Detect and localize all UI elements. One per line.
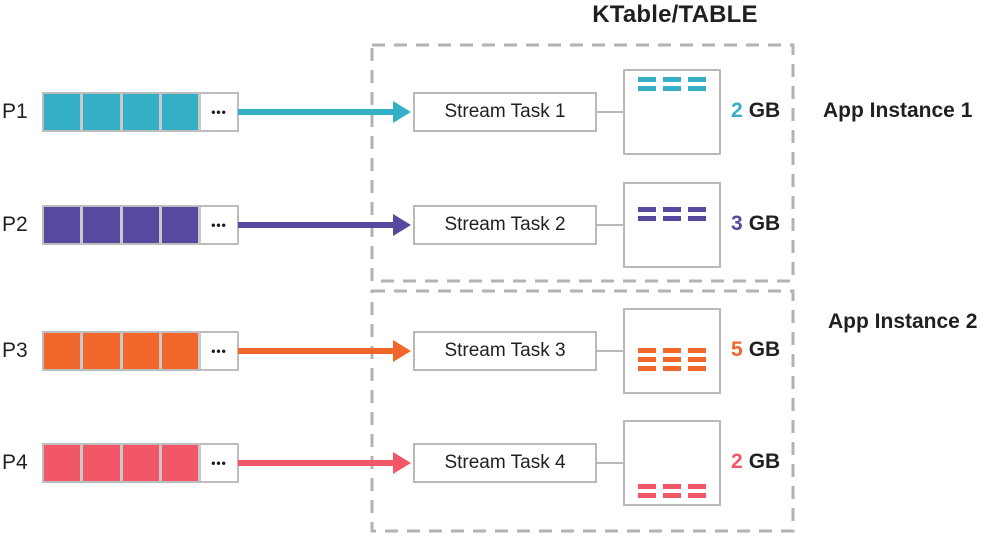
stream-task-box: Stream Task 3 — [413, 331, 597, 371]
app-instance-1-boundary — [370, 43, 795, 283]
task-store-connector — [597, 111, 623, 113]
partition-label: P1 — [2, 100, 28, 123]
partition-more-cell: ••• — [201, 94, 237, 130]
size-unit: GB — [748, 338, 781, 361]
size-unit: GB — [748, 212, 781, 235]
partition-label: P3 — [2, 339, 28, 362]
partition-queue: ••• — [42, 331, 239, 371]
state-store-records — [638, 484, 706, 502]
record-stripe-row — [638, 216, 706, 221]
stream-task-box: Stream Task 1 — [413, 92, 597, 132]
record-stripe-row — [638, 357, 706, 362]
state-store-box — [623, 69, 721, 155]
stream-task-box: Stream Task 4 — [413, 443, 597, 483]
arrow-line — [238, 109, 395, 115]
arrow-head-icon — [393, 340, 411, 362]
record-stripe-row — [638, 493, 706, 498]
stream-task-label: Stream Task 1 — [444, 101, 566, 122]
partition-segment — [122, 207, 159, 243]
size-value: 2 — [731, 450, 743, 473]
ellipsis-dots: ••• — [211, 456, 227, 470]
app-instance-1-label: App Instance 1 — [823, 99, 973, 122]
record-stripe-row — [638, 77, 706, 82]
ktable-table-title: KTable/TABLE — [592, 1, 758, 28]
partition-segment — [83, 207, 120, 243]
partition-segment — [122, 445, 159, 481]
partition-label: P2 — [2, 213, 28, 236]
partition-segment — [161, 333, 198, 369]
state-store-box — [623, 182, 721, 268]
size-unit: GB — [748, 450, 781, 473]
partition-segment — [161, 445, 198, 481]
stream-task-box: Stream Task 2 — [413, 205, 597, 245]
partition-segment — [161, 207, 198, 243]
partition-more-cell: ••• — [201, 445, 237, 481]
arrow-line — [238, 348, 395, 354]
stream-task-label: Stream Task 3 — [444, 340, 566, 361]
task-store-connector — [597, 462, 623, 464]
ellipsis-dots: ••• — [211, 218, 227, 232]
partition-more-cell: ••• — [201, 207, 237, 243]
record-stripe-row — [638, 484, 706, 489]
state-store-box — [623, 420, 721, 506]
arrow-head-icon — [393, 214, 411, 236]
arrow-line — [238, 222, 395, 228]
size-unit: GB — [748, 99, 781, 122]
arrow-head-icon — [393, 452, 411, 474]
partition-queue: ••• — [42, 92, 239, 132]
record-stripe-row — [638, 86, 706, 91]
partition-segment — [83, 445, 120, 481]
partition-queue: ••• — [42, 443, 239, 483]
stream-task-label: Stream Task 4 — [444, 452, 566, 473]
partition-label: P4 — [2, 451, 28, 474]
size-value: 3 — [731, 212, 743, 235]
task-store-connector — [597, 350, 623, 352]
partition-segment — [122, 94, 159, 130]
ellipsis-dots: ••• — [211, 344, 227, 358]
partition-more-cell: ••• — [201, 333, 237, 369]
app-instance-2-label: App Instance 2 — [828, 310, 978, 333]
partition-segment — [44, 445, 81, 481]
arrow-head-icon — [393, 101, 411, 123]
task-store-connector — [597, 224, 623, 226]
partition-segment — [122, 333, 159, 369]
app-instance-2-boundary — [370, 289, 795, 533]
partition-segment — [83, 333, 120, 369]
record-stripe-row — [638, 366, 706, 371]
size-value: 2 — [731, 99, 743, 122]
state-store-records — [638, 207, 706, 225]
partition-segment — [44, 94, 81, 130]
state-store-records — [638, 77, 706, 95]
partition-segment — [83, 94, 120, 130]
arrow-line — [238, 460, 395, 466]
state-store-records — [638, 348, 706, 375]
partition-segment — [44, 207, 81, 243]
ellipsis-dots: ••• — [211, 105, 227, 119]
stream-task-label: Stream Task 2 — [444, 214, 566, 235]
size-value: 5 — [731, 338, 743, 361]
record-stripe-row — [638, 207, 706, 212]
partition-segment — [161, 94, 198, 130]
partition-segment — [44, 333, 81, 369]
partition-queue: ••• — [42, 205, 239, 245]
record-stripe-row — [638, 348, 706, 353]
